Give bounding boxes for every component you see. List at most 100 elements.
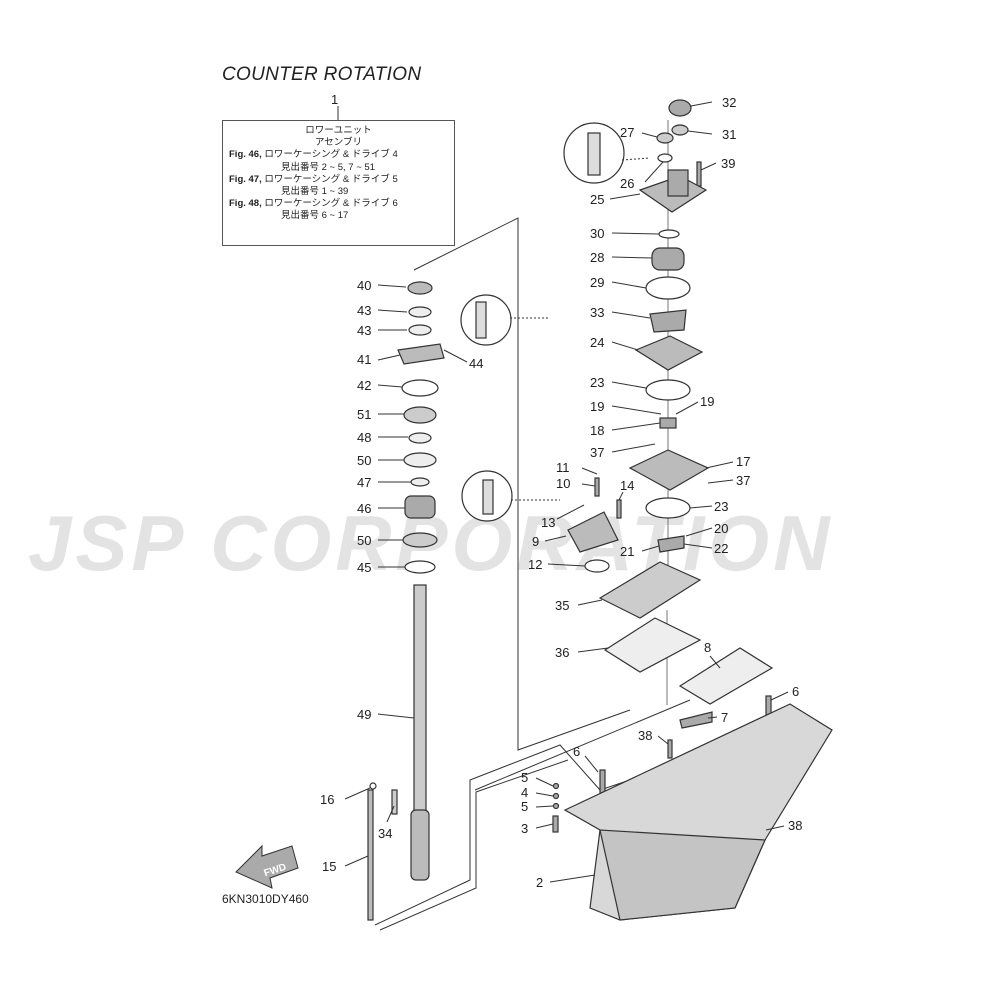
ref-desc: ロワーケーシング & ドライブ 4 bbox=[264, 149, 398, 161]
callout-30: 30 bbox=[590, 226, 604, 241]
callout-6: 6 bbox=[792, 684, 799, 699]
ref-fig: Fig. 47, bbox=[229, 173, 262, 185]
callout-19: 19 bbox=[590, 399, 604, 414]
callout-15: 15 bbox=[322, 859, 336, 874]
callout-50: 50 bbox=[357, 533, 371, 548]
guide-line bbox=[474, 699, 691, 791]
part-5-washer bbox=[552, 782, 560, 790]
part-50-ring bbox=[403, 452, 437, 468]
callout-11: 11 bbox=[556, 460, 570, 475]
callout-5: 5 bbox=[521, 799, 528, 814]
callout-43: 43 bbox=[357, 303, 371, 318]
callout-5: 5 bbox=[521, 770, 528, 785]
part-25-outlet bbox=[667, 169, 689, 197]
part-40-seal bbox=[407, 281, 433, 295]
callout-10: 10 bbox=[556, 476, 570, 491]
guide-line bbox=[374, 744, 661, 926]
callout-22: 22 bbox=[714, 541, 728, 556]
part-51-shim bbox=[403, 406, 437, 424]
callout-32: 32 bbox=[722, 95, 736, 110]
callout-13: 13 bbox=[541, 515, 555, 530]
part-15-shift-rod bbox=[367, 789, 374, 921]
guide-line bbox=[379, 759, 569, 931]
part-43-ring bbox=[408, 306, 432, 318]
part-36-gasket bbox=[603, 617, 702, 673]
part-3-dowel bbox=[552, 815, 559, 833]
part-23-gasket bbox=[645, 379, 691, 401]
callout-31: 31 bbox=[722, 127, 736, 142]
ref-box-line1: ロワーユニット bbox=[305, 125, 372, 136]
callout-23: 23 bbox=[714, 499, 728, 514]
part-9-bracket bbox=[567, 511, 619, 553]
part-27-grommet bbox=[656, 132, 674, 144]
part-48-ring bbox=[408, 432, 432, 444]
right-parts bbox=[552, 99, 833, 921]
callout-49: 49 bbox=[357, 707, 371, 722]
part-34-pin bbox=[391, 789, 398, 815]
ref-sub: 見出番号 1 ~ 39 bbox=[281, 186, 349, 198]
part-28-insert bbox=[651, 247, 685, 271]
callout-35: 35 bbox=[555, 598, 569, 613]
part-26-oring bbox=[657, 153, 673, 163]
part-35-gasket bbox=[598, 561, 702, 619]
part-7-plate bbox=[679, 711, 713, 729]
callout-38: 38 bbox=[638, 728, 652, 743]
callout-4: 4 bbox=[521, 785, 528, 800]
part-33-impeller bbox=[649, 309, 687, 333]
callout-38: 38 bbox=[788, 818, 802, 833]
callout-33: 33 bbox=[590, 305, 604, 320]
part-32-grommet bbox=[668, 99, 692, 117]
part-8-seal bbox=[678, 647, 774, 705]
drawing-code: 6KN3010DY460 bbox=[222, 892, 309, 906]
part-14-bolt bbox=[616, 499, 622, 519]
part-17-housing bbox=[628, 449, 710, 491]
part-21-bracket bbox=[657, 535, 685, 553]
callout-40: 40 bbox=[357, 278, 371, 293]
callout-28: 28 bbox=[590, 250, 604, 265]
ref-desc: ロワーケーシング & ドライブ 5 bbox=[264, 173, 398, 185]
callout-45: 45 bbox=[357, 560, 371, 575]
callout-34: 34 bbox=[378, 826, 392, 841]
ref-row-48: Fig. 48, ロワーケーシング & ドライブ 6 bbox=[229, 198, 448, 210]
part-18-key bbox=[659, 417, 677, 429]
callout-9: 9 bbox=[532, 534, 539, 549]
callout-43: 43 bbox=[357, 323, 371, 338]
ref-sub: 見出番号 6 ~ 17 bbox=[281, 210, 349, 222]
part-29-gasket bbox=[645, 276, 691, 300]
callout-44: 44 bbox=[469, 356, 483, 371]
callout-26: 26 bbox=[620, 176, 634, 191]
part-50-ring bbox=[402, 532, 438, 548]
callout-20: 20 bbox=[714, 521, 728, 536]
part-42-oring bbox=[401, 379, 439, 397]
part-39-bolt bbox=[696, 161, 702, 187]
callout-numbers: 40 43 43 41 42 51 48 50 47 46 50 45 49 1… bbox=[320, 95, 802, 890]
diagram-title: COUNTER ROTATION bbox=[222, 64, 422, 85]
part-2-lower-casing-body bbox=[599, 829, 766, 921]
reference-box: ロワーユニット アセンブリ Fig. 46, ロワーケーシング & ドライブ 4… bbox=[222, 120, 455, 246]
callout-47: 47 bbox=[357, 475, 371, 490]
callout-29: 29 bbox=[590, 275, 604, 290]
part-47-clip bbox=[410, 477, 430, 487]
callout-37: 37 bbox=[736, 473, 750, 488]
callout-14: 14 bbox=[620, 478, 634, 493]
callout-7: 7 bbox=[721, 710, 728, 725]
ref-row-47: Fig. 47, ロワーケーシング & ドライブ 5 bbox=[229, 174, 448, 186]
detail-seal-section bbox=[475, 301, 487, 339]
ref-fig: Fig. 46, bbox=[229, 149, 262, 161]
callout-17: 17 bbox=[736, 454, 750, 469]
ref-sub: 見出番号 2 ~ 5, 7 ~ 51 bbox=[281, 161, 375, 173]
part-5-washer bbox=[552, 802, 560, 810]
callout-19: 19 bbox=[700, 394, 714, 409]
part-43-ring bbox=[408, 324, 432, 336]
ref-fig: Fig. 48, bbox=[229, 198, 262, 210]
part-49-driveshaft bbox=[413, 584, 427, 836]
part-30-oring bbox=[658, 229, 680, 239]
leader-lines bbox=[344, 101, 789, 883]
callout-18: 18 bbox=[590, 423, 604, 438]
callout-42: 42 bbox=[357, 378, 371, 393]
guide-line bbox=[413, 217, 631, 751]
callout-3: 3 bbox=[521, 821, 528, 836]
callout-8: 8 bbox=[704, 640, 711, 655]
